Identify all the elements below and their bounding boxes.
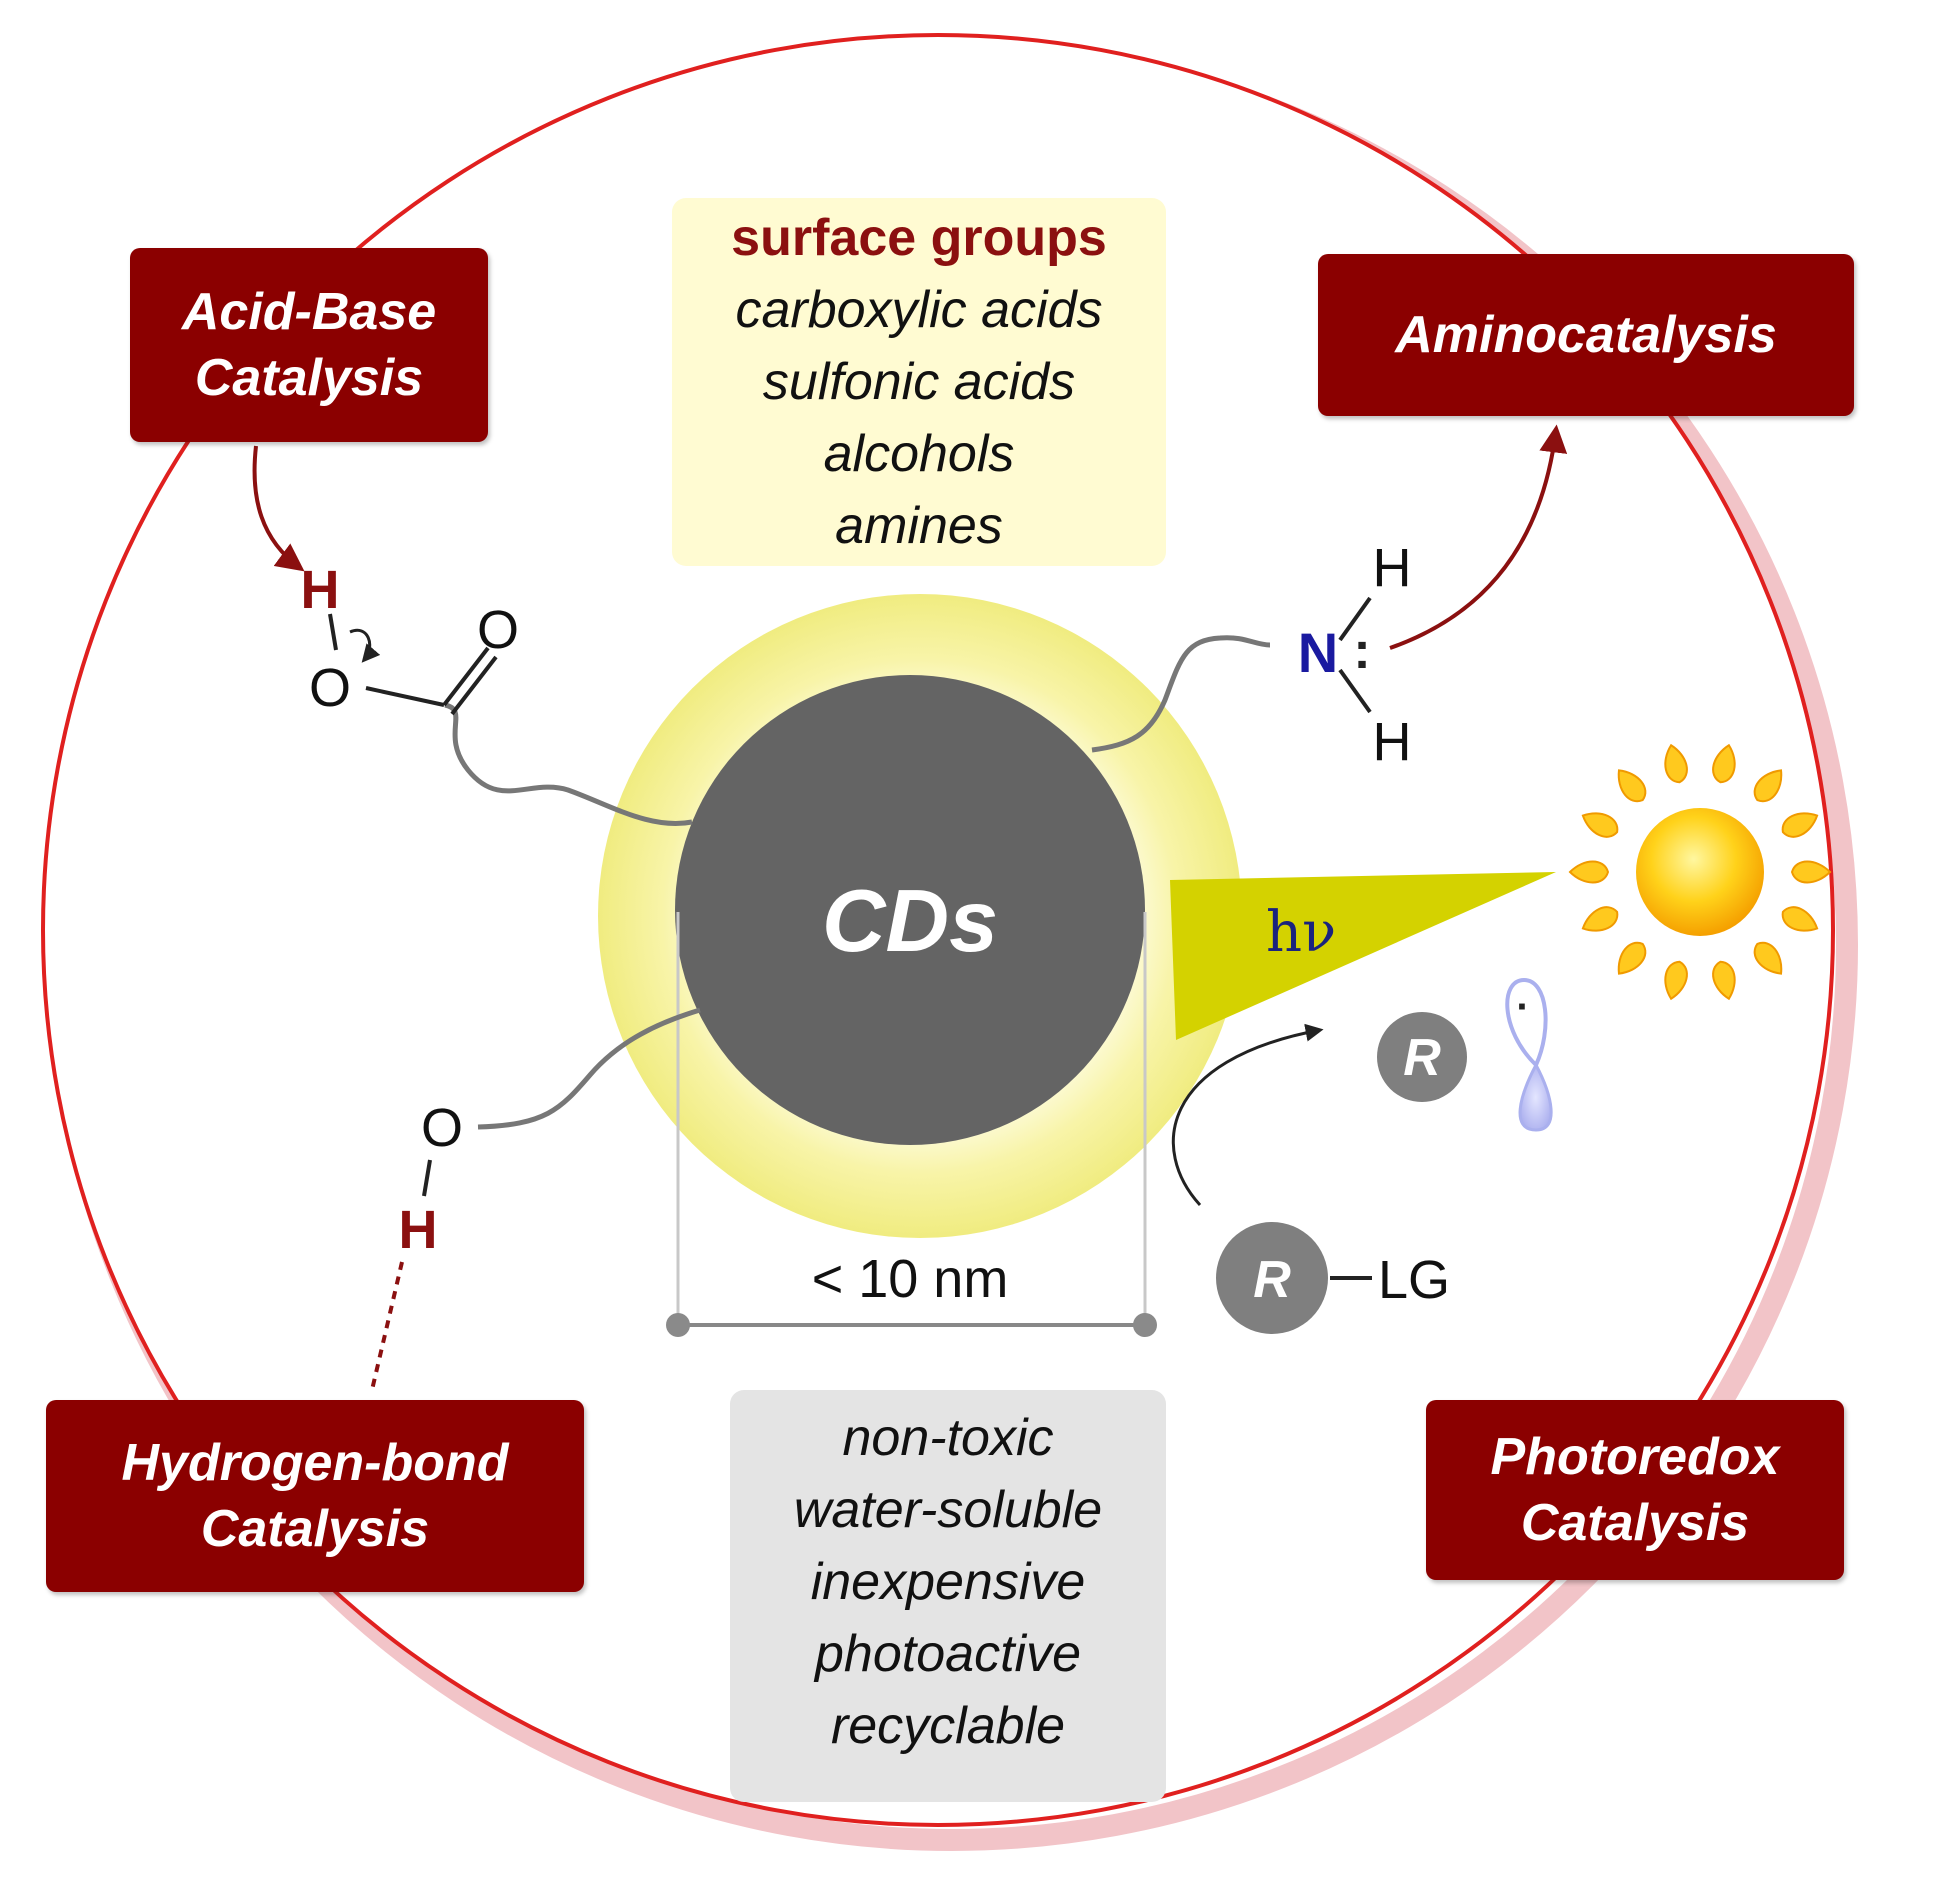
aminocatalysis-arrow [1389, 424, 1568, 650]
surface-group-item: carboxylic acids [735, 281, 1103, 339]
sun-ray [1753, 769, 1783, 803]
hydroxyl-bond [422, 1159, 432, 1197]
photoredox-line-2: Catalysis [1520, 1494, 1750, 1552]
sun-ray [1790, 860, 1832, 884]
property-item: water-soluble [793, 1481, 1103, 1539]
sun-ray [1617, 941, 1647, 975]
aminocatalysis-label: Aminocatalysis [1318, 254, 1854, 416]
amine-group [1338, 596, 1372, 714]
radical-r-label: R [1403, 1029, 1441, 1087]
carbon-dot-core [675, 675, 1145, 1145]
hydrogen-bond-line-1: Hydrogen-bond [121, 1434, 509, 1492]
hydroxyl-hydrogen: H [399, 1200, 438, 1260]
hv-beam [1170, 872, 1556, 1040]
sun-ray [1781, 906, 1819, 932]
photoredox-line-1: Photoredox [1490, 1428, 1780, 1486]
photoredox-arrow [1171, 1023, 1324, 1207]
properties-panel: non-toxic water-soluble inexpensive phot… [730, 1390, 1166, 1802]
sun-ray [1581, 812, 1619, 838]
acid-base-line-1: Acid-Base [181, 283, 437, 341]
sun-ray [1781, 812, 1819, 838]
core-label: CDs [821, 871, 999, 970]
p-orbital-icon [1505, 977, 1553, 1132]
property-item: inexpensive [810, 1553, 1086, 1611]
sun-ray [1712, 960, 1736, 1001]
surface-group-item: amines [835, 497, 1003, 555]
acid-base-catalysis-label: Acid-Base Catalysis [130, 248, 488, 442]
sun-ray [1664, 960, 1688, 1001]
carboxyl-linker [444, 702, 693, 826]
carboxyl-carbonyl-oxygen: O [477, 600, 519, 660]
hydrogen-bond-line-2: Catalysis [200, 1500, 430, 1558]
acid-base-line-2: Catalysis [194, 349, 424, 407]
surface-groups-panel: surface groups carboxylic acids sulfonic… [672, 198, 1166, 566]
substrate-r-label: R [1253, 1251, 1291, 1309]
surface-group-item: alcohols [823, 425, 1015, 483]
radical-dot: · [1516, 985, 1529, 1029]
amine-hydrogen-bottom: H [1373, 712, 1412, 772]
nitrogen-atom: N [1298, 621, 1338, 684]
hydroxyl-linker [477, 1007, 701, 1130]
leaving-group-label: LG [1378, 1250, 1450, 1310]
amine-hydrogen-top: H [1373, 538, 1412, 598]
sun-ray [1664, 743, 1688, 784]
lone-pair: : [1353, 622, 1370, 680]
sun-ray [1712, 743, 1736, 784]
light-label: hν [1266, 900, 1337, 965]
carboxyl-oh-oxygen: O [309, 658, 351, 718]
sun-ray [1568, 860, 1610, 884]
size-label: < 10 nm [811, 1249, 1009, 1309]
property-item: photoactive [815, 1625, 1081, 1683]
property-item: non-toxic [842, 1409, 1054, 1467]
sun-ray [1617, 769, 1647, 803]
scale-bracket [666, 912, 1157, 1337]
hydroxyl-oxygen: O [421, 1098, 463, 1158]
surface-group-item: sulfonic acids [762, 353, 1076, 411]
radical-species [1377, 977, 1553, 1132]
property-item: recyclable [830, 1697, 1066, 1755]
hydrogen-bond-catalysis-label: Hydrogen-bond Catalysis [46, 1400, 584, 1592]
sun-ray [1581, 906, 1619, 932]
hydrogen-bond-line [370, 1261, 404, 1391]
acidic-hydrogen: H [301, 560, 340, 620]
substrate-r-lg [1216, 1222, 1372, 1334]
photoredox-catalysis-label: Photoredox Catalysis [1426, 1400, 1844, 1580]
sun-ray [1753, 941, 1783, 975]
amine-linker [1091, 635, 1271, 753]
acid-base-arrow [252, 445, 305, 572]
sun-icon [1568, 743, 1832, 1001]
aminocatalysis-line-1: Aminocatalysis [1395, 306, 1777, 364]
carboxylic-acid-group [328, 613, 498, 716]
surface-groups-heading: surface groups [731, 209, 1107, 267]
